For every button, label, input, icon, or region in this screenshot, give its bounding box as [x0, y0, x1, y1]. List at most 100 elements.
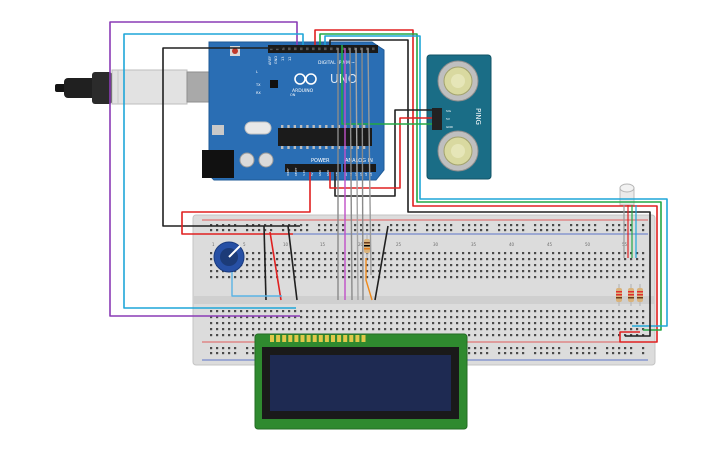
breadboard-hole [234, 276, 237, 279]
breadboard-hole [432, 270, 435, 273]
pot-wiper [228, 245, 241, 258]
breadboard-hole [558, 310, 561, 313]
breadboard-hole [480, 352, 483, 355]
breadboard-hole [468, 264, 471, 267]
breadboard-hole [276, 322, 279, 325]
breadboard-hole [522, 347, 525, 350]
breadboard-hole [504, 316, 507, 319]
breadboard-hole [258, 316, 261, 319]
breadboard-hole [408, 252, 411, 255]
breadboard-hole [342, 224, 345, 227]
breadboard-hole [576, 252, 579, 255]
breadboard-hole [486, 352, 489, 355]
lcd-pin [331, 335, 335, 342]
breadboard-hole [390, 328, 393, 331]
breadboard-hole [258, 328, 261, 331]
breadboard-hole [282, 322, 285, 325]
breadboard-hole [534, 328, 537, 331]
breadboard-hole [258, 270, 261, 273]
breadboard-hole [276, 328, 279, 331]
breadboard-hole [270, 270, 273, 273]
breadboard-hole [306, 322, 309, 325]
breadboard-hole [546, 316, 549, 319]
breadboard-hole [216, 347, 219, 350]
breadboard-hole [282, 224, 285, 227]
breadboard-hole [252, 276, 255, 279]
breadboard-hole [498, 334, 501, 337]
sensor-pin-label: SIG [446, 109, 452, 113]
breadboard-hole [252, 347, 255, 350]
breadboard-hole [492, 276, 495, 279]
breadboard-hole [594, 224, 597, 227]
breadboard-hole [240, 276, 243, 279]
col-number: 30 [433, 242, 439, 247]
rgb-led[interactable] [619, 183, 635, 206]
breadboard-hole [402, 252, 405, 255]
breadboard-hole [534, 334, 537, 337]
breadboard-hole [450, 328, 453, 331]
lcd-16x2[interactable] [254, 333, 468, 430]
breadboard-hole [438, 224, 441, 227]
breadboard-hole [234, 229, 237, 232]
analog-label: ANALOG IN [345, 158, 373, 164]
breadboard-hole [336, 258, 339, 261]
breadboard-hole [552, 224, 555, 227]
breadboard-hole [462, 322, 465, 325]
breadboard-hole [222, 334, 225, 337]
breadboard-hole [456, 316, 459, 319]
breadboard-hole [618, 347, 621, 350]
arduino-uno-board[interactable]: AREF GND 13 12 DIGITAL (PWM ~) TX RX L O… [202, 41, 385, 181]
breadboard-hole [492, 334, 495, 337]
breadboard-hole [480, 316, 483, 319]
potentiometer[interactable] [213, 241, 245, 273]
breadboard-hole [270, 252, 273, 255]
usb-cable[interactable] [55, 69, 210, 105]
breadboard-hole [516, 270, 519, 273]
breadboard-hole [210, 328, 213, 331]
breadboard-hole [414, 316, 417, 319]
breadboard-hole [624, 224, 627, 227]
wire-black [263, 225, 267, 301]
breadboard-hole [216, 334, 219, 337]
breadboard-hole [342, 310, 345, 313]
breadboard-hole [330, 328, 333, 331]
breadboard-hole [546, 264, 549, 267]
breadboard-hole [414, 258, 417, 261]
breadboard-hole [306, 310, 309, 313]
breadboard-hole [426, 229, 429, 232]
breadboard-hole [252, 224, 255, 227]
breadboard[interactable]: 1 5 10 15 20 25 30 35 40 45 50 55 [192, 214, 656, 366]
breadboard-hole [366, 276, 369, 279]
ultrasonic-sensor[interactable]: PING SIG 5V GND [426, 54, 492, 180]
breadboard-hole [306, 229, 309, 232]
breadboard-hole [546, 310, 549, 313]
breadboard-hole [624, 316, 627, 319]
breadboard-hole [438, 316, 441, 319]
breadboard-hole [318, 322, 321, 325]
breadboard-hole [354, 229, 357, 232]
breadboard-hole [468, 229, 471, 232]
breadboard-hole [354, 270, 357, 273]
chip-leg [318, 146, 322, 149]
power-jack[interactable] [202, 150, 234, 178]
breadboard-hole [378, 258, 381, 261]
breadboard-hole [468, 334, 471, 337]
pin12-label: 12 [288, 57, 292, 61]
breadboard-hole [324, 252, 327, 255]
breadboard-hole [606, 252, 609, 255]
breadboard-hole [636, 310, 639, 313]
breadboard-hole [474, 252, 477, 255]
pin13-label: 13 [281, 57, 285, 61]
breadboard-hole [216, 229, 219, 232]
breadboard-hole [576, 224, 579, 227]
chip-leg [281, 125, 284, 128]
breadboard-hole [540, 252, 543, 255]
breadboard-hole [504, 352, 507, 355]
breadboard-hole [384, 252, 387, 255]
breadboard-hole [546, 276, 549, 279]
breadboard-hole [360, 264, 363, 267]
breadboard-hole [546, 334, 549, 337]
breadboard-hole [528, 252, 531, 255]
breadboard-hole [444, 310, 447, 313]
breadboard-hole [624, 328, 627, 331]
